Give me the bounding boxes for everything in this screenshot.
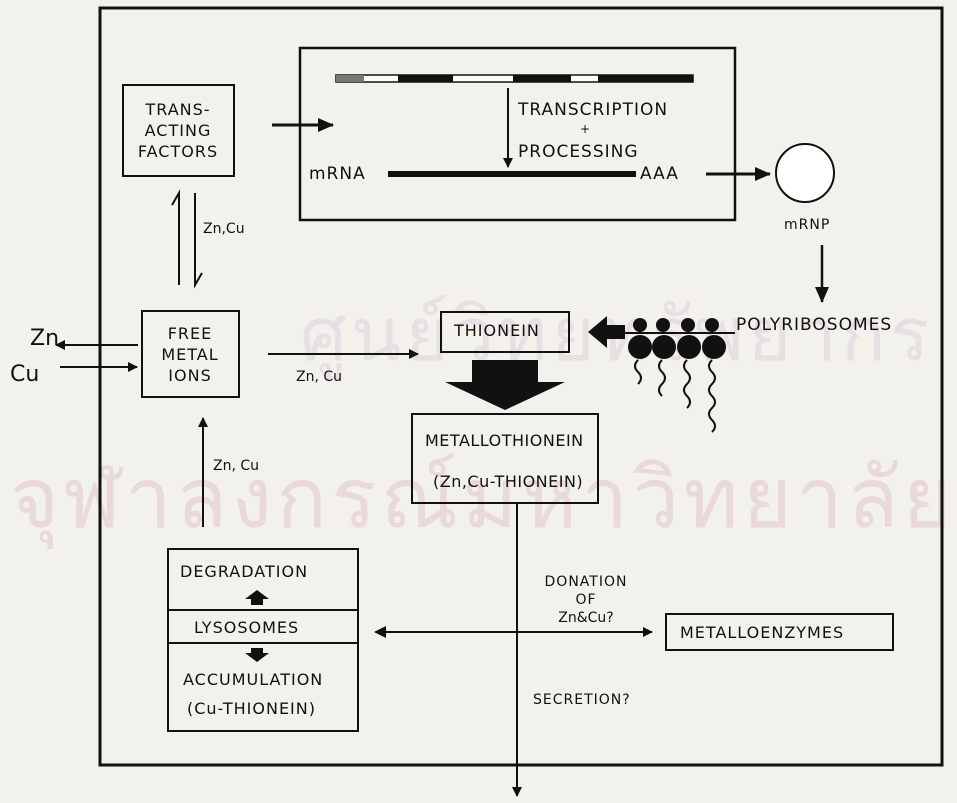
gene-promoter [336,75,364,82]
metallothionein-label: METALLOTHIONEIN [425,433,584,449]
polyribosomes-to-thionein-arrow [588,316,625,348]
accumulation-label: ACCUMULATION [183,672,323,688]
lysosome-side-arrowhead [374,626,386,638]
degradation-to-metal-label: Zn, Cu [213,459,259,473]
zn-outside-label: Zn [30,328,59,350]
gene-exon-3 [598,75,693,82]
free-metal-line-2: METAL [146,344,234,365]
polyribosomes-graphic [620,318,735,432]
thionein-to-metallothionein-arrow [445,360,565,410]
polyribosomes-label: POLYRIBOSOMES [736,317,892,334]
mrna-label: mRNA [309,166,366,183]
degradation-arrow [245,590,269,605]
mrna-bar [388,171,636,177]
gene-box [300,48,735,220]
gene-exon-1 [398,75,453,82]
metallothionein-sub-label: (Zn,Cu-THIONEIN) [433,474,583,490]
processing-label: PROCESSING [518,144,639,161]
metal-to-thionein-label: Zn, Cu [296,370,342,384]
thionein-label: THIONEIN [454,323,540,339]
transcription-label: TRANSCRIPTION [518,102,668,119]
gene-exon-2 [513,75,571,82]
trans-acting-line-3: FACTORS [128,141,228,162]
trans-acting-line-2: ACTING [128,120,228,141]
donation-label: DONATION OF Zn&Cu? [526,573,646,627]
metalloenzymes-label: METALLOENZYMES [680,625,844,641]
equilibrium-up-arrow [172,193,179,285]
donation-line-3: Zn&Cu? [526,609,646,627]
trans-acting-line-1: TRANS- [128,99,228,120]
free-metal-label: FREE METAL IONS [146,323,234,386]
trans-acting-label: TRANS- ACTING FACTORS [128,99,228,162]
mrnp-circle [776,144,834,202]
plus-label: + [580,123,591,135]
accumulation-arrow [245,648,269,662]
free-metal-line-3: IONS [146,365,234,386]
donation-line-2: OF [526,591,646,609]
equilibrium-label: Zn,Cu [203,222,245,236]
secretion-label: SECRETION? [533,693,631,707]
mrnp-label: mRNP [784,218,830,232]
cu-outside-label: Cu [10,364,39,386]
equilibrium-down-arrow [195,193,202,285]
donation-line-1: DONATION [526,573,646,591]
lysosomes-label: LYSOSOMES [194,620,299,636]
poly-a-label: AAA [640,166,679,183]
degradation-label: DEGRADATION [180,564,308,580]
accumulation-sub-label: (Cu-THIONEIN) [187,701,316,717]
free-metal-line-1: FREE [146,323,234,344]
